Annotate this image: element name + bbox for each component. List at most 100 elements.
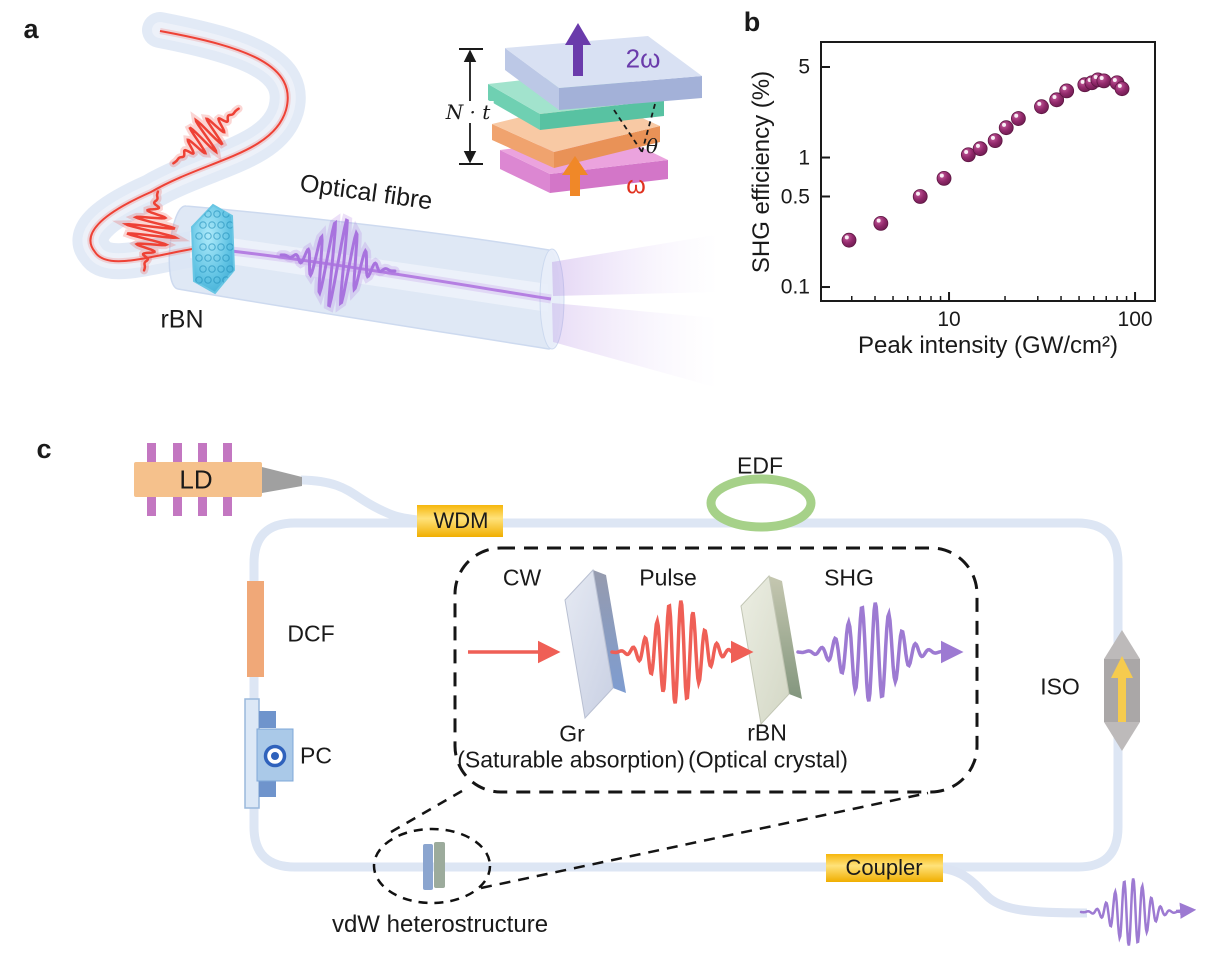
data-point-highlight: [844, 235, 849, 240]
chart-ticks: [821, 66, 1137, 301]
lattice-cell: [217, 221, 225, 229]
rbn-crystal-lattice: [195, 210, 234, 284]
rbn-caption: (Optical crystal): [688, 746, 848, 773]
data-point-highlight: [916, 191, 921, 196]
cw-label: CW: [502, 564, 542, 591]
pump-line: [89, 30, 289, 263]
data-point-highlight: [1062, 86, 1067, 91]
panel-b-chart: [820, 41, 1156, 302]
panel-a-label: a: [23, 14, 39, 45]
graphene-slab: [564, 568, 614, 720]
lattice-cell: [213, 254, 221, 262]
panel-b-label: b: [743, 7, 761, 38]
y-tick-label: 5: [798, 55, 810, 79]
iso-label: ISO: [1040, 673, 1080, 700]
lattice-cell: [204, 276, 212, 284]
y-tick-label: 0.1: [780, 275, 810, 299]
x-tick-label: 10: [937, 308, 961, 331]
panel-c-graphics: [134, 443, 1197, 919]
thickness-label: N · t: [442, 101, 494, 123]
panel-a-inset-stack: [459, 23, 702, 196]
coupler-box: [826, 854, 943, 882]
data-point-highlight: [1052, 95, 1057, 100]
rbn-slab: [740, 574, 790, 726]
lattice-cell: [204, 254, 212, 262]
lattice-cell: [208, 221, 216, 229]
data-point-highlight: [1099, 76, 1104, 81]
lattice-cell: [195, 254, 203, 262]
chart-frame: [820, 41, 1156, 302]
lattice-cell: [199, 243, 207, 251]
lattice-cell: [226, 265, 234, 273]
lattice-cell: [204, 210, 212, 218]
mechanism-inset: [468, 568, 964, 726]
omega-label: ω: [626, 171, 646, 200]
input-w-arrow: [570, 172, 580, 196]
lattice-cell: [208, 265, 216, 273]
data-point-highlight: [876, 218, 881, 223]
lattice-cell: [222, 232, 230, 240]
two-omega-label: 2ω: [625, 43, 661, 74]
inset-shg-pulse: [796, 602, 948, 702]
pc-label: PC: [300, 742, 332, 769]
isolator: [1104, 630, 1140, 751]
y-tick-label: 0.5: [780, 184, 810, 208]
callout-line-left: [390, 789, 463, 834]
vdw-label: vdW heterostructure: [331, 910, 549, 938]
vdw-callout-ellipse: [372, 827, 492, 905]
data-point-highlight: [1093, 75, 1098, 80]
lattice-cell: [195, 232, 203, 240]
y-tick-label: 1: [798, 145, 810, 169]
ld-label: LD: [179, 464, 213, 495]
data-point-highlight: [1037, 101, 1042, 106]
gr-label: Gr: [559, 720, 585, 747]
panel-c-label: c: [36, 434, 52, 465]
wdm-box: [417, 505, 503, 537]
coupler-label: Coupler: [845, 854, 923, 880]
output-beam-upper: [552, 235, 718, 296]
edf-label: EDF: [737, 452, 783, 479]
data-point-highlight: [975, 143, 980, 148]
lattice-cell: [199, 265, 207, 273]
ld-connector-cone: [262, 467, 302, 493]
purple-pulse-fibre: [279, 218, 397, 308]
callout-line-right: [480, 791, 929, 890]
data-point-highlight: [939, 173, 944, 178]
y-axis-label: SHG efficiency (%): [747, 70, 775, 274]
pulse-label: Pulse: [639, 564, 697, 591]
data-point-highlight: [990, 135, 995, 140]
theta-label: θ: [645, 134, 659, 158]
shg-line: [213, 247, 552, 301]
lattice-cell: [222, 254, 230, 262]
data-point-highlight: [1080, 79, 1085, 84]
wave-packets: [112, 104, 1183, 946]
cavity-fibre-loop: [249, 518, 1123, 872]
lattice-cell: [213, 276, 221, 284]
ld-pigtail-fibre: [300, 475, 431, 526]
lattice-cell: [217, 243, 225, 251]
red-pulse-large: [121, 190, 181, 272]
x-axis-label: Peak intensity (GW/cm²): [857, 331, 1119, 359]
lattice-cell: [208, 243, 216, 251]
data-point-highlight: [1014, 113, 1019, 118]
red-pulse-small: [172, 107, 240, 165]
output-pulse: [1079, 878, 1183, 946]
dcf-label: DCF: [287, 620, 335, 647]
data-point-highlight: [1112, 77, 1117, 82]
lattice-cell: [199, 221, 207, 229]
data-point-highlight: [1002, 122, 1007, 127]
vdw-heterostructure: [372, 827, 492, 905]
optical-fibre-label: Optical fibre: [298, 169, 435, 216]
x-tick-label: 100: [1117, 308, 1153, 331]
inset-red-pulse: [610, 600, 746, 704]
gr-caption: (Saturable absorption): [457, 746, 685, 773]
polarization-controller: [244, 698, 294, 809]
iso-direction-arrow: [1111, 656, 1133, 678]
data-point-highlight: [964, 149, 969, 154]
lattice-cell: [213, 232, 221, 240]
dcf-segment: [247, 581, 264, 677]
chart-points: [841, 72, 1130, 248]
